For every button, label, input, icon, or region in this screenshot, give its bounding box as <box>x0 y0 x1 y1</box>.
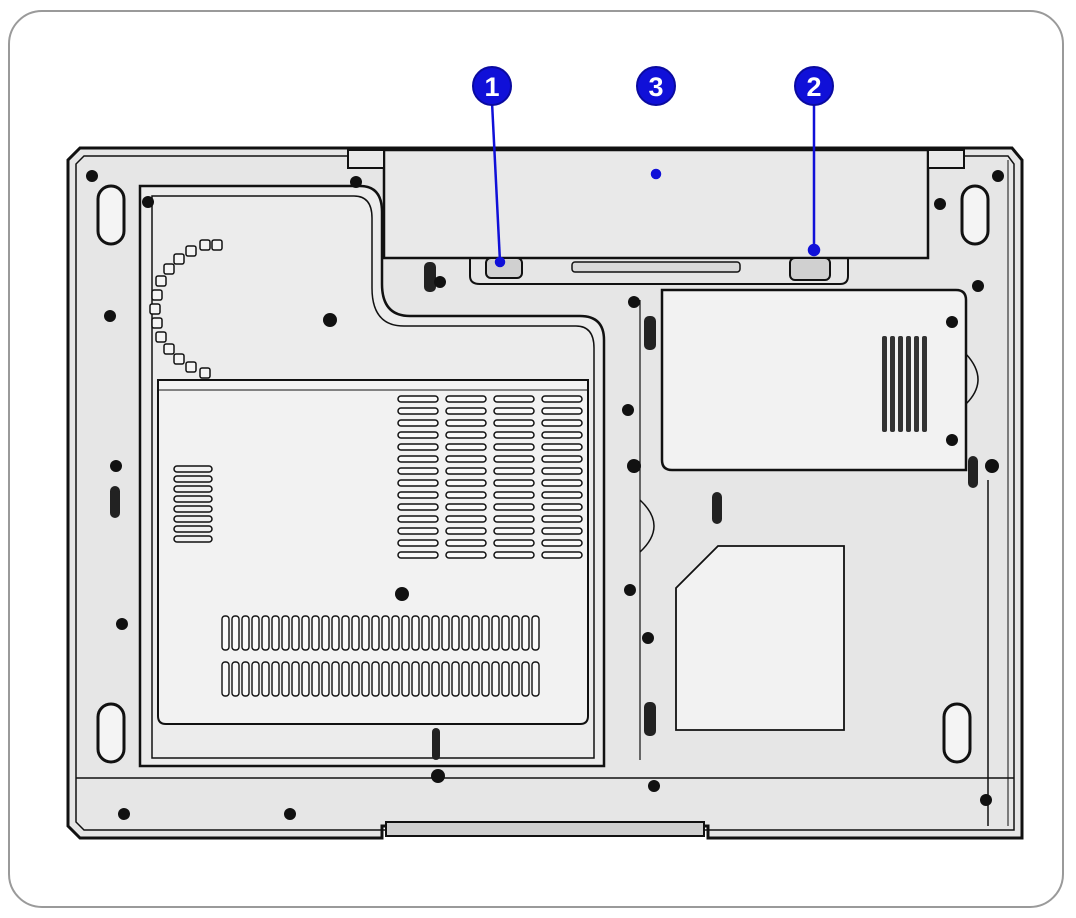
slot-markers <box>110 316 978 760</box>
hdd-cover-notch <box>965 353 979 405</box>
callout-2: 2 <box>794 66 834 106</box>
callout-1: 1 <box>472 66 512 106</box>
rubber-feet <box>96 184 990 764</box>
screws <box>86 170 1004 820</box>
callout-3-label: 3 <box>648 72 663 102</box>
callout-3: 3 <box>636 66 676 106</box>
battery-latch-groove <box>469 258 849 285</box>
battery-tab-right <box>927 149 965 169</box>
fan-vent <box>149 239 223 379</box>
main-panel-inner <box>151 195 595 759</box>
lower-right-recess <box>675 545 845 731</box>
lower-vent-rows <box>221 615 540 697</box>
latch-left-lock <box>424 262 436 292</box>
callout-1-label: 1 <box>484 72 499 102</box>
latch-slot <box>571 261 741 273</box>
callout-leaders <box>490 101 821 268</box>
side-vent-left <box>173 465 213 543</box>
upper-vent-grid <box>397 395 583 559</box>
hdd-cover <box>660 288 968 472</box>
front-connector <box>385 821 705 837</box>
hdd-vent <box>882 336 927 432</box>
callout-2-label: 2 <box>806 72 821 102</box>
battery-tab-left <box>347 149 385 169</box>
battery-pack <box>382 148 930 260</box>
center-divider-bulge <box>639 499 655 553</box>
latch-2 <box>789 257 831 281</box>
